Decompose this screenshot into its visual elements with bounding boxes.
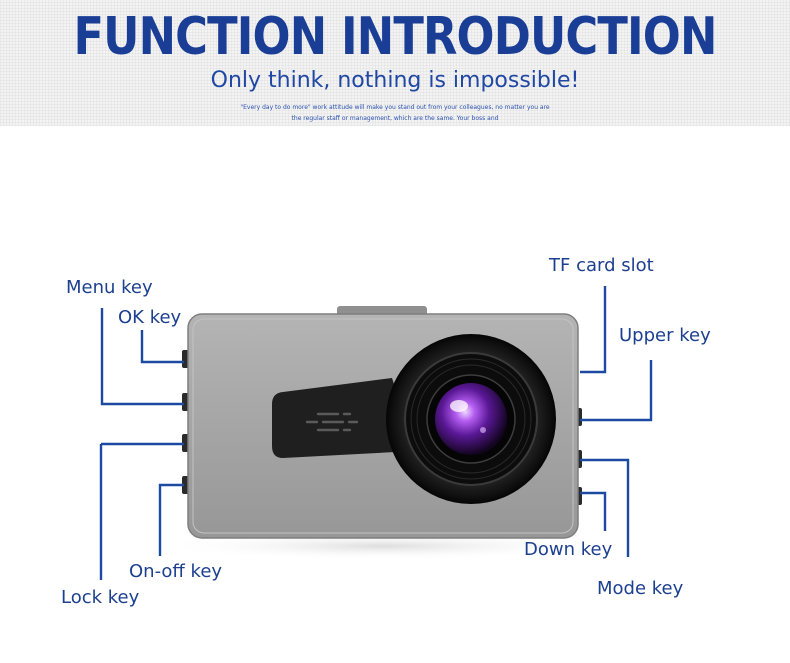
tagline-line-1: "Every day to do more" work attitude wil… <box>240 104 550 111</box>
lens-glass-icon <box>435 383 507 455</box>
speaker-grille-icon <box>305 412 359 432</box>
label-upper-key: Upper key <box>619 325 711 346</box>
leader-line-down <box>580 491 607 531</box>
leader-line-menu <box>100 308 184 406</box>
leader-line-upper <box>580 360 653 422</box>
label-lock-key: Lock key <box>61 587 140 608</box>
speaker-plate <box>272 378 411 458</box>
label-tf-card-slot: TF card slot <box>549 255 654 276</box>
page-title: FUNCTION INTRODUCTION <box>73 7 717 67</box>
page-subtitle: Only think, nothing is impossible! <box>210 68 580 93</box>
label-down-key: Down key <box>524 539 613 560</box>
label-ok-key: OK key <box>118 307 182 328</box>
device-shadow <box>157 532 607 560</box>
leader-line-on-off <box>158 483 184 556</box>
leader-line-mode <box>580 458 630 557</box>
label-mode-key: Mode key <box>597 578 684 599</box>
label-on-off-key: On-off key <box>129 561 223 582</box>
leader-lines <box>99 286 653 580</box>
tagline-line-2: the regular staff or management, which a… <box>291 115 499 122</box>
label-menu-key: Menu key <box>66 277 153 298</box>
leader-line-ok <box>140 330 184 364</box>
leader-line-tf <box>580 286 607 374</box>
header-banner: FUNCTION INTRODUCTION Only think, nothin… <box>0 0 790 126</box>
